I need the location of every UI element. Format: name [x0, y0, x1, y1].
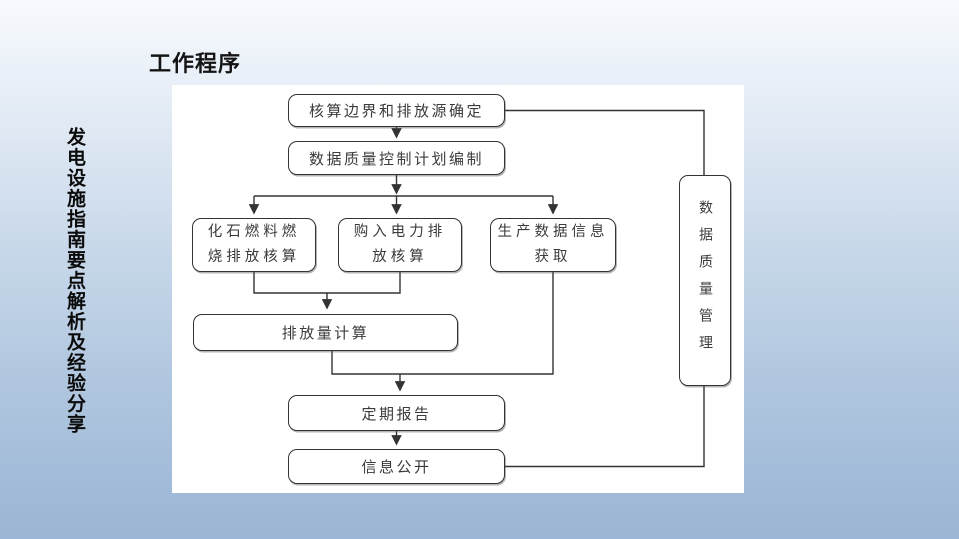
- flow-box-data-quality-management: 数据质量管理: [679, 175, 731, 386]
- flow-box-data-quality-management-label: 数据质量管理: [697, 199, 713, 362]
- flow-box-purchased-power-line2: 放核算: [372, 249, 428, 265]
- flow-box-production-data-line1: 生产数据信息: [497, 224, 609, 240]
- flow-box-production-data: 生产数据信息 获取: [490, 218, 616, 272]
- flow-box-purchased-power-accounting: 购入电力排 放核算: [338, 218, 462, 272]
- flow-box-quality-control-plan: 数据质量控制计划编制: [288, 141, 505, 175]
- flow-box-production-data-line2: 获取: [534, 249, 572, 265]
- page-title: 工作程序: [149, 51, 242, 76]
- flow-box-emission-calculation: 排放量计算: [193, 314, 458, 351]
- flowchart-panel: 核算边界和排放源确定 数据质量控制计划编制 化石燃料燃 烧排放核算 购入电力排 …: [172, 85, 744, 493]
- flowchart-connectors: [248, 109, 705, 468]
- flow-box-fossil-fuel-accounting: 化石燃料燃 烧排放核算: [192, 218, 316, 272]
- connector-fossil-purchased-merge-line: [253, 272, 401, 294]
- connector-quality-mgmt-to-disclosure-line: [505, 386, 705, 468]
- flow-box-accounting-boundary-label: 核算边界和排放源确定: [308, 102, 484, 120]
- flow-box-fossil-fuel-line2: 烧排放核算: [207, 249, 301, 265]
- flow-box-fossil-fuel-line1: 化石燃料燃: [207, 224, 301, 240]
- flow-box-information-disclosure: 信息公开: [288, 449, 505, 484]
- flow-box-accounting-boundary: 核算边界和排放源确定: [288, 94, 505, 127]
- slide-side-vertical-text: 发电设施指南要点解析及经验分享: [64, 127, 85, 435]
- flow-box-periodic-report: 定期报告: [288, 395, 505, 431]
- flow-box-information-disclosure-label: 信息公开: [361, 458, 432, 476]
- connector-boundary-to-quality-mgmt-line: [505, 109, 705, 175]
- flow-box-quality-control-plan-label: 数据质量控制计划编制: [308, 149, 484, 168]
- flow-box-periodic-report-label: 定期报告: [361, 404, 432, 423]
- connector-calculation-production-merge-line: [331, 272, 554, 375]
- flow-box-emission-calculation-label: 排放量计算: [281, 324, 370, 342]
- flow-box-purchased-power-line1: 购入电力排: [353, 224, 447, 240]
